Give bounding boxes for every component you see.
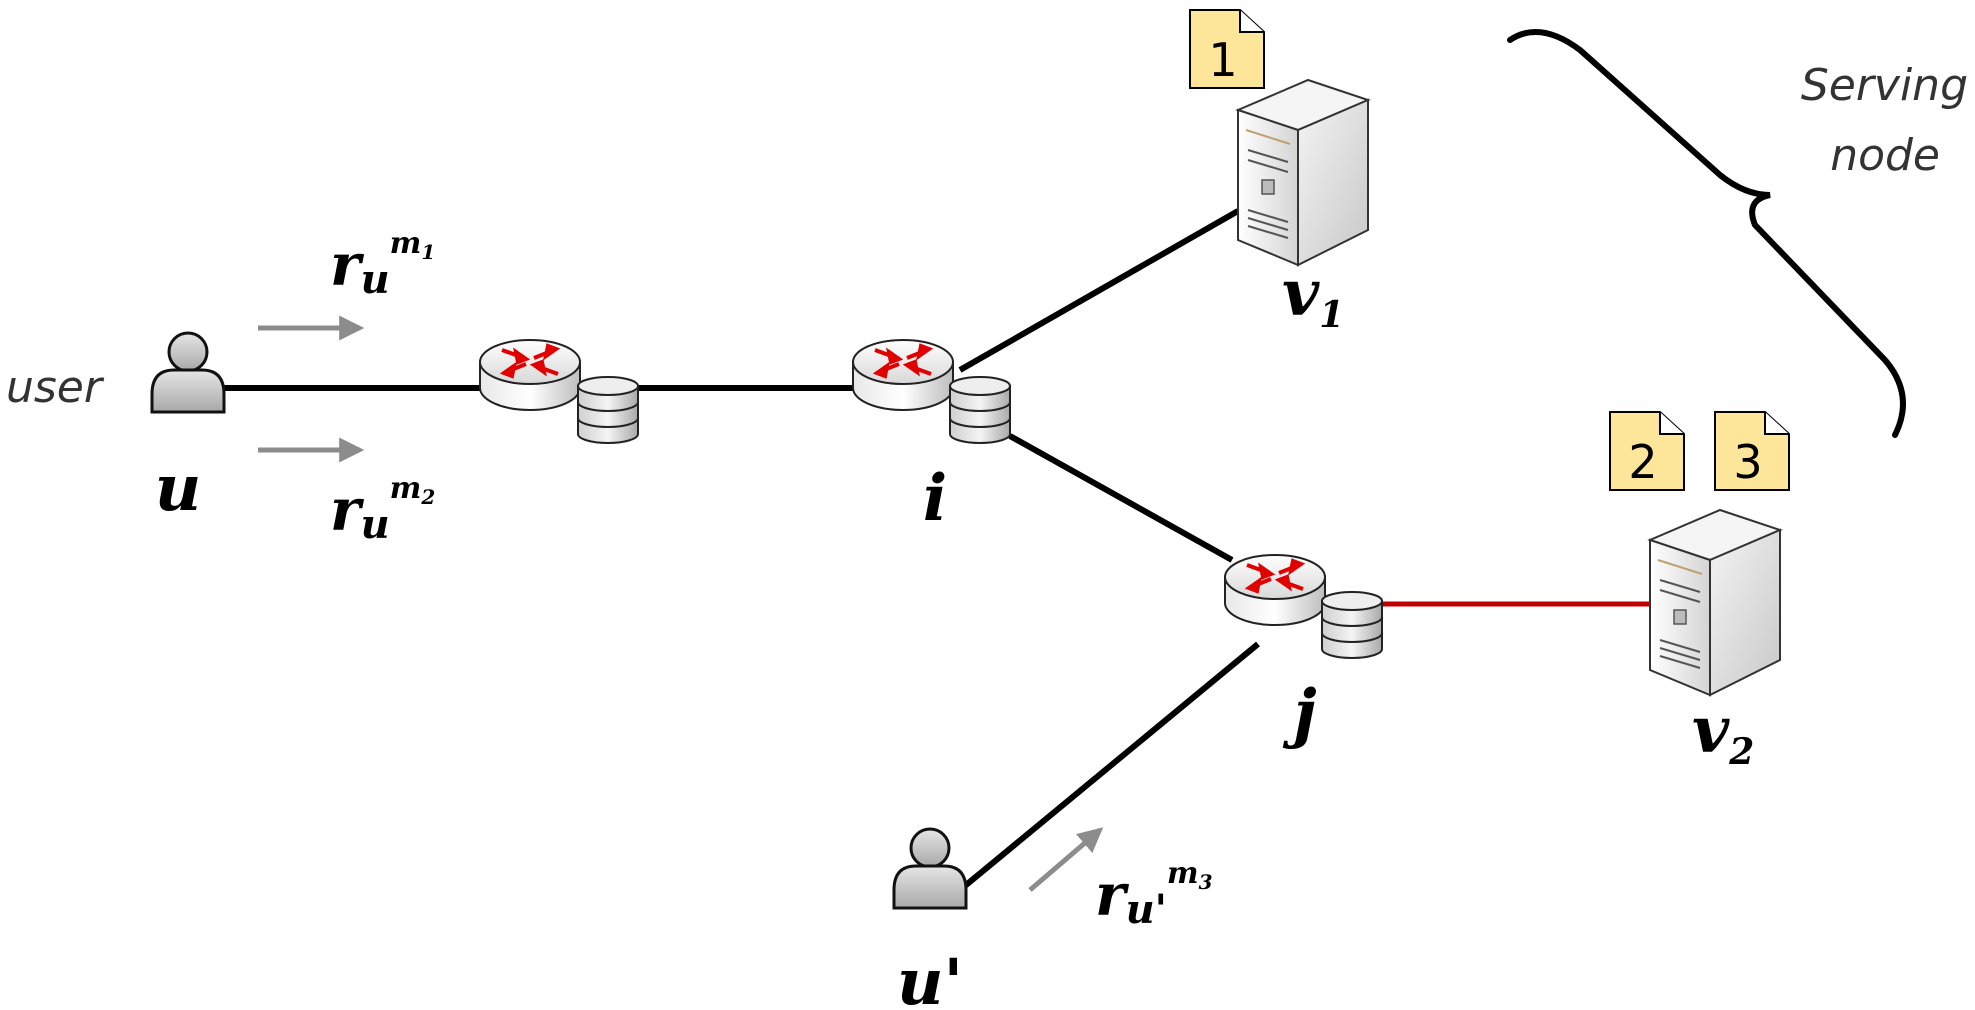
server-v2-label: v2: [1692, 693, 1754, 773]
document-1-icon: 1: [1189, 9, 1265, 89]
cache-r1: [577, 376, 639, 444]
link-uprime-j: [958, 641, 1260, 893]
request-label-3: ru'm3: [1095, 856, 1213, 933]
link-i-v1: [958, 208, 1240, 373]
request-arrow-3: [1028, 827, 1104, 892]
server-v2[interactable]: [1649, 509, 1781, 696]
server-v1-label: v1: [1282, 256, 1344, 336]
user-u-prime-icon[interactable]: [892, 827, 968, 910]
serving-node-label-line2: node: [1830, 130, 1940, 181]
link-i-j: [1008, 433, 1234, 563]
node-u-prime-label: u': [897, 945, 963, 1010]
router-r1[interactable]: [478, 338, 582, 412]
document-3-icon: 3: [1714, 411, 1790, 491]
document-2-label: 2: [1628, 435, 1657, 489]
router-j[interactable]: [1223, 553, 1327, 627]
document-1-label: 1: [1208, 33, 1237, 87]
node-j-label: j: [1282, 676, 1316, 751]
cache-i: [949, 376, 1011, 444]
cache-j: [1321, 591, 1383, 659]
request-label-2: rum2: [330, 471, 435, 548]
serving-node-label-line1: Serving: [1801, 60, 1968, 111]
node-u-label: u: [155, 451, 202, 526]
user-u-icon[interactable]: [150, 331, 226, 414]
user-label: user: [6, 362, 105, 413]
request-label-1: rum1: [330, 226, 435, 303]
serving-node-brace: [1507, 29, 1906, 438]
server-v1[interactable]: [1237, 79, 1369, 266]
node-i-label: i: [923, 461, 947, 536]
document-2-icon: 2: [1609, 411, 1685, 491]
document-3-label: 3: [1733, 435, 1762, 489]
router-i[interactable]: [851, 338, 955, 412]
